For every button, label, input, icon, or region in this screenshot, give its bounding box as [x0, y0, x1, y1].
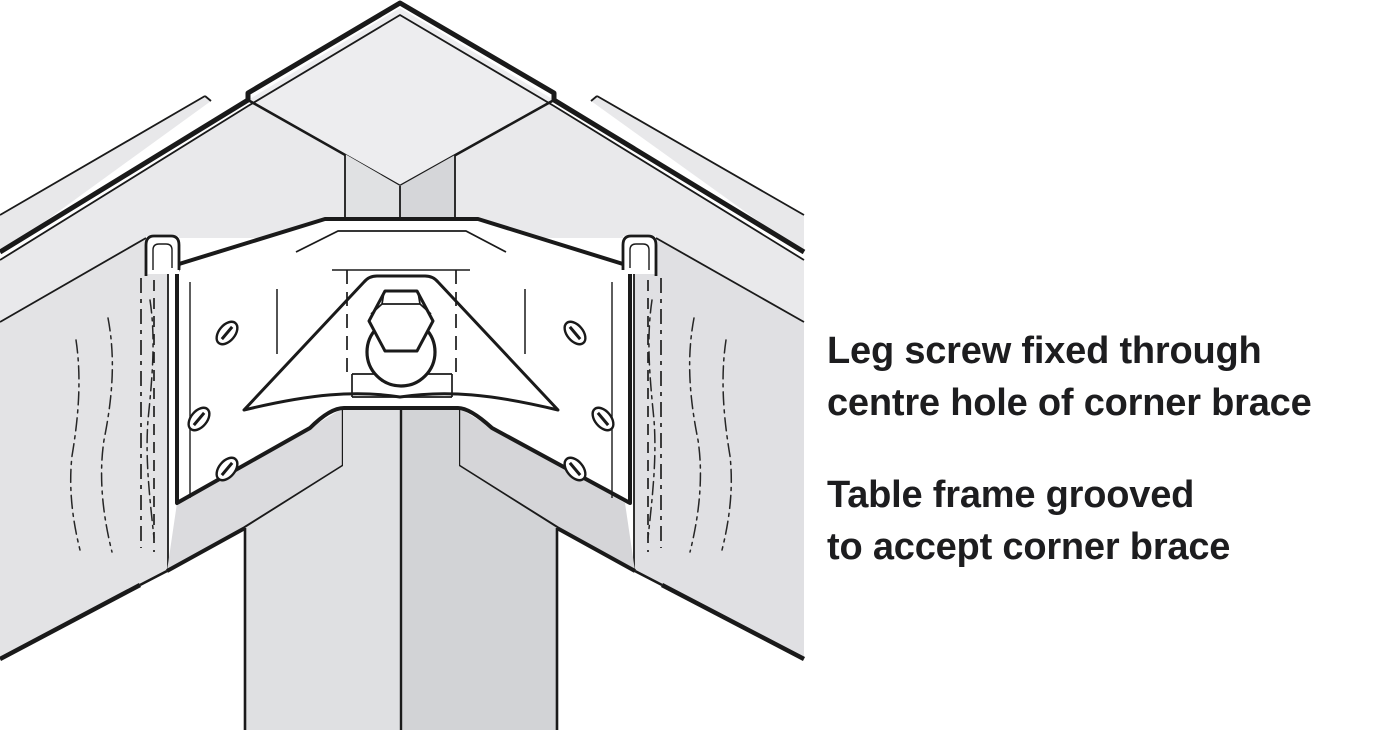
caption-leg-screw: Leg screw fixed through centre hole of c… [827, 325, 1380, 429]
leg-left-face [245, 408, 401, 730]
caption-leg-screw-line2: centre hole of corner brace [827, 382, 1312, 424]
leg-screw [365, 289, 437, 388]
tabletop-edge-band-right [591, 96, 804, 254]
leg-right-face [401, 408, 557, 730]
leg-top-left-face [345, 154, 400, 220]
hex-nut [367, 289, 435, 353]
left-rail-face [0, 238, 168, 659]
screw-icon [591, 406, 615, 432]
groove-hidden-lines-right [647, 278, 662, 552]
table-top [0, 0, 806, 322]
brace-hook-right [621, 234, 658, 276]
groove-hidden-lines-left [140, 278, 155, 552]
brace-screws-left [187, 320, 239, 482]
table-leg-top [344, 154, 456, 220]
brace-screws-right [563, 320, 615, 482]
caption-table-frame-line1: Table frame grooved [827, 474, 1195, 516]
screw-icon [563, 320, 587, 346]
grain-marks-left [69, 299, 155, 553]
leg-top-right-face [400, 155, 455, 220]
screw-icon [187, 406, 211, 432]
caption-table-frame-line2: to accept corner brace [827, 526, 1231, 568]
right-rail-face [634, 238, 804, 659]
screw-icon [215, 456, 239, 482]
brace-hook-left [144, 234, 181, 276]
left-rail-chamfer-block [167, 408, 343, 571]
right-rail-chamfer-block [459, 408, 635, 571]
tabletop-edge-band-left [0, 96, 211, 254]
screw-icon [563, 456, 587, 482]
right-frame-rail [456, 237, 806, 661]
caption-table-frame: Table frame grooved to accept corner bra… [827, 469, 1380, 573]
grain-marks-right [647, 299, 733, 553]
screw-icon [215, 320, 239, 346]
table-leg [243, 408, 559, 730]
hex-nut-facets [370, 291, 432, 315]
corner-joint-diagram [0, 0, 806, 730]
caption-leg-screw-line1: Leg screw fixed through [827, 330, 1262, 372]
